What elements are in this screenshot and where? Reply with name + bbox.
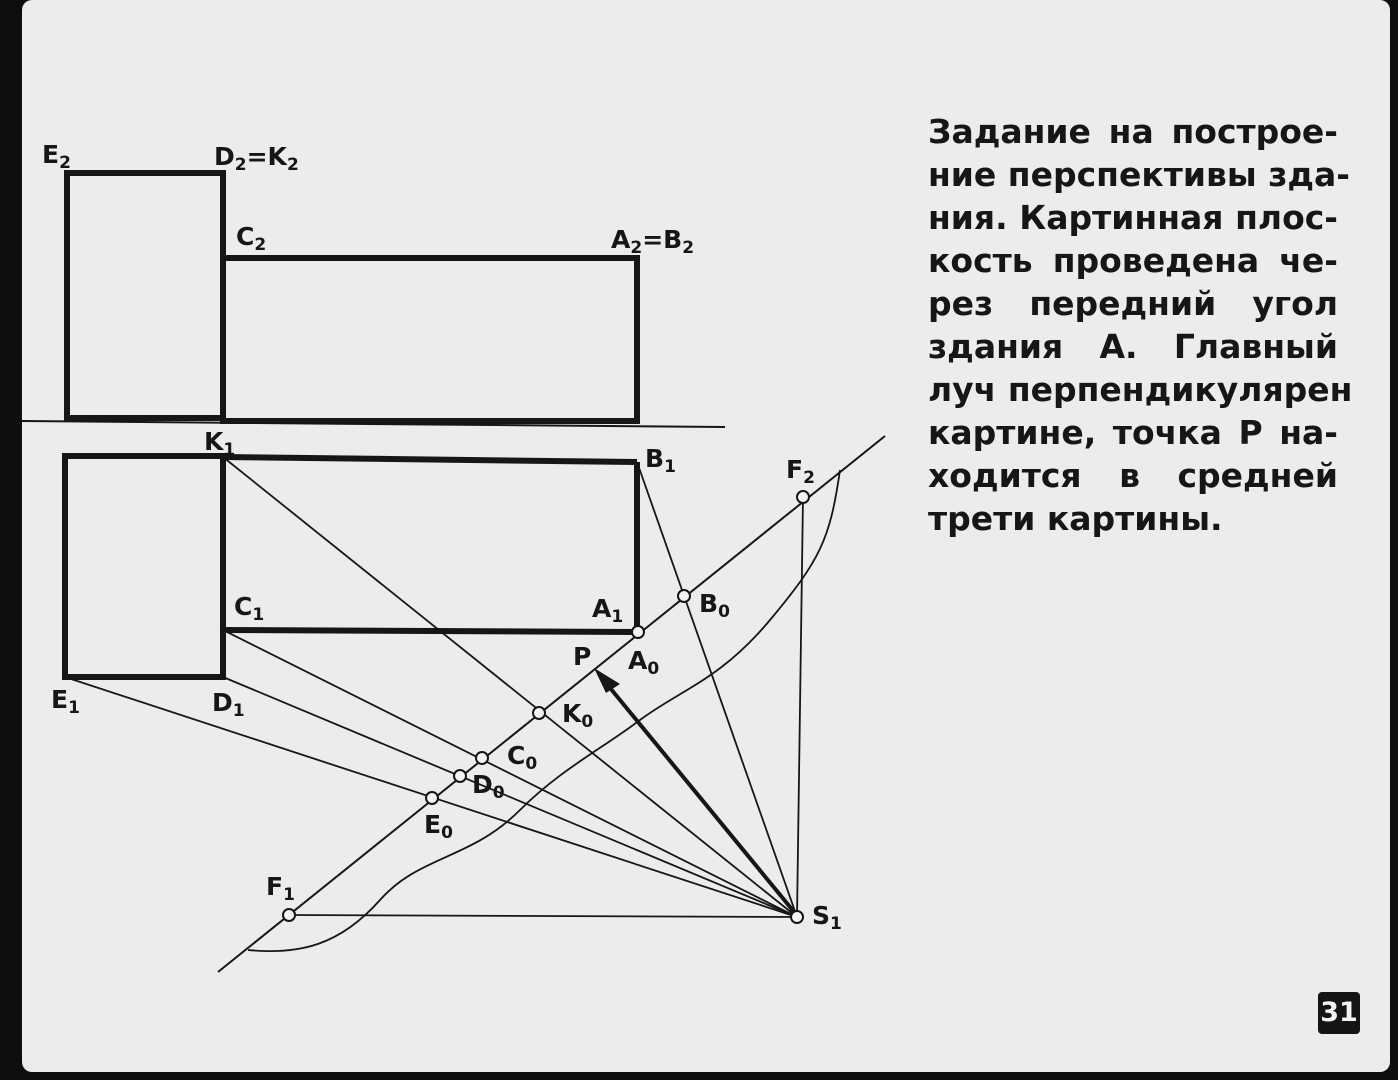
caption-line: ния. Картинная плос-: [928, 198, 1338, 237]
page-number: 31: [1318, 992, 1360, 1034]
label-e2: E2: [42, 140, 71, 173]
caption-line: рез передний угол: [928, 284, 1338, 323]
label-a2-b2: A2=B2: [611, 225, 694, 258]
label-k0: K0: [562, 699, 593, 732]
label-f2: F2: [786, 455, 815, 488]
task-description: Задание на построе- ние перспективы зда-…: [928, 110, 1353, 540]
principal-ray-arrowhead: [594, 668, 620, 693]
slide: E2 D2=K2 C2 A2=B2 K1 B1 F2 B0 C1 A1 P A0…: [22, 0, 1390, 1072]
label-e0: E0: [424, 810, 453, 843]
label-d1: D1: [212, 688, 245, 721]
point-k0: [532, 706, 546, 720]
caption-line: ходится в средней: [928, 456, 1338, 495]
label-c1: C1: [234, 592, 264, 625]
label-a0: A0: [628, 646, 659, 679]
label-a1: A1: [592, 594, 623, 627]
label-s1: S1: [812, 901, 842, 934]
caption-line: картине, точка Р на-: [928, 413, 1338, 452]
caption-line: ние перспективы зда-: [928, 155, 1350, 194]
label-k1: K1: [204, 427, 235, 460]
caption-line: трети картины.: [928, 499, 1223, 538]
label-f1: F1: [266, 872, 295, 905]
construction-points: [282, 490, 810, 924]
point-f1: [282, 908, 296, 922]
point-a0: [631, 625, 645, 639]
caption-line: луч перпендикулярен: [928, 370, 1353, 409]
point-d0: [453, 769, 467, 783]
elevation-tall-block: [64, 170, 226, 421]
picture-plane-line: [217, 435, 886, 973]
label-d0: D0: [472, 770, 505, 803]
point-e0: [425, 791, 439, 805]
cutaway-curve: [247, 469, 841, 953]
label-c0: C0: [507, 741, 537, 774]
point-b0: [677, 589, 691, 603]
label-d2-k2: D2=K2: [214, 142, 299, 175]
principal-ray: [604, 681, 797, 915]
elevation-long-block: [220, 255, 640, 424]
point-s1: [790, 910, 804, 924]
label-b0: B0: [699, 589, 730, 622]
ground-line: [22, 420, 726, 428]
point-c0: [475, 751, 489, 765]
plan-edge-c1-a1: [222, 627, 638, 635]
label-p: P: [573, 642, 591, 671]
plan-small-block: [62, 453, 226, 680]
caption-line: здания А. Главный: [928, 327, 1338, 366]
perspective-construction-diagram: E2 D2=K2 C2 A2=B2 K1 B1 F2 B0 C1 A1 P A0…: [22, 140, 886, 973]
caption-line: кость проведена че-: [928, 241, 1338, 280]
point-f2: [796, 490, 810, 504]
label-b1: B1: [645, 444, 676, 477]
caption-line: Задание на построе-: [928, 112, 1338, 151]
label-e1: E1: [51, 685, 80, 718]
plan-edge-k1-b1: [222, 454, 638, 465]
label-c2: C2: [236, 222, 266, 255]
